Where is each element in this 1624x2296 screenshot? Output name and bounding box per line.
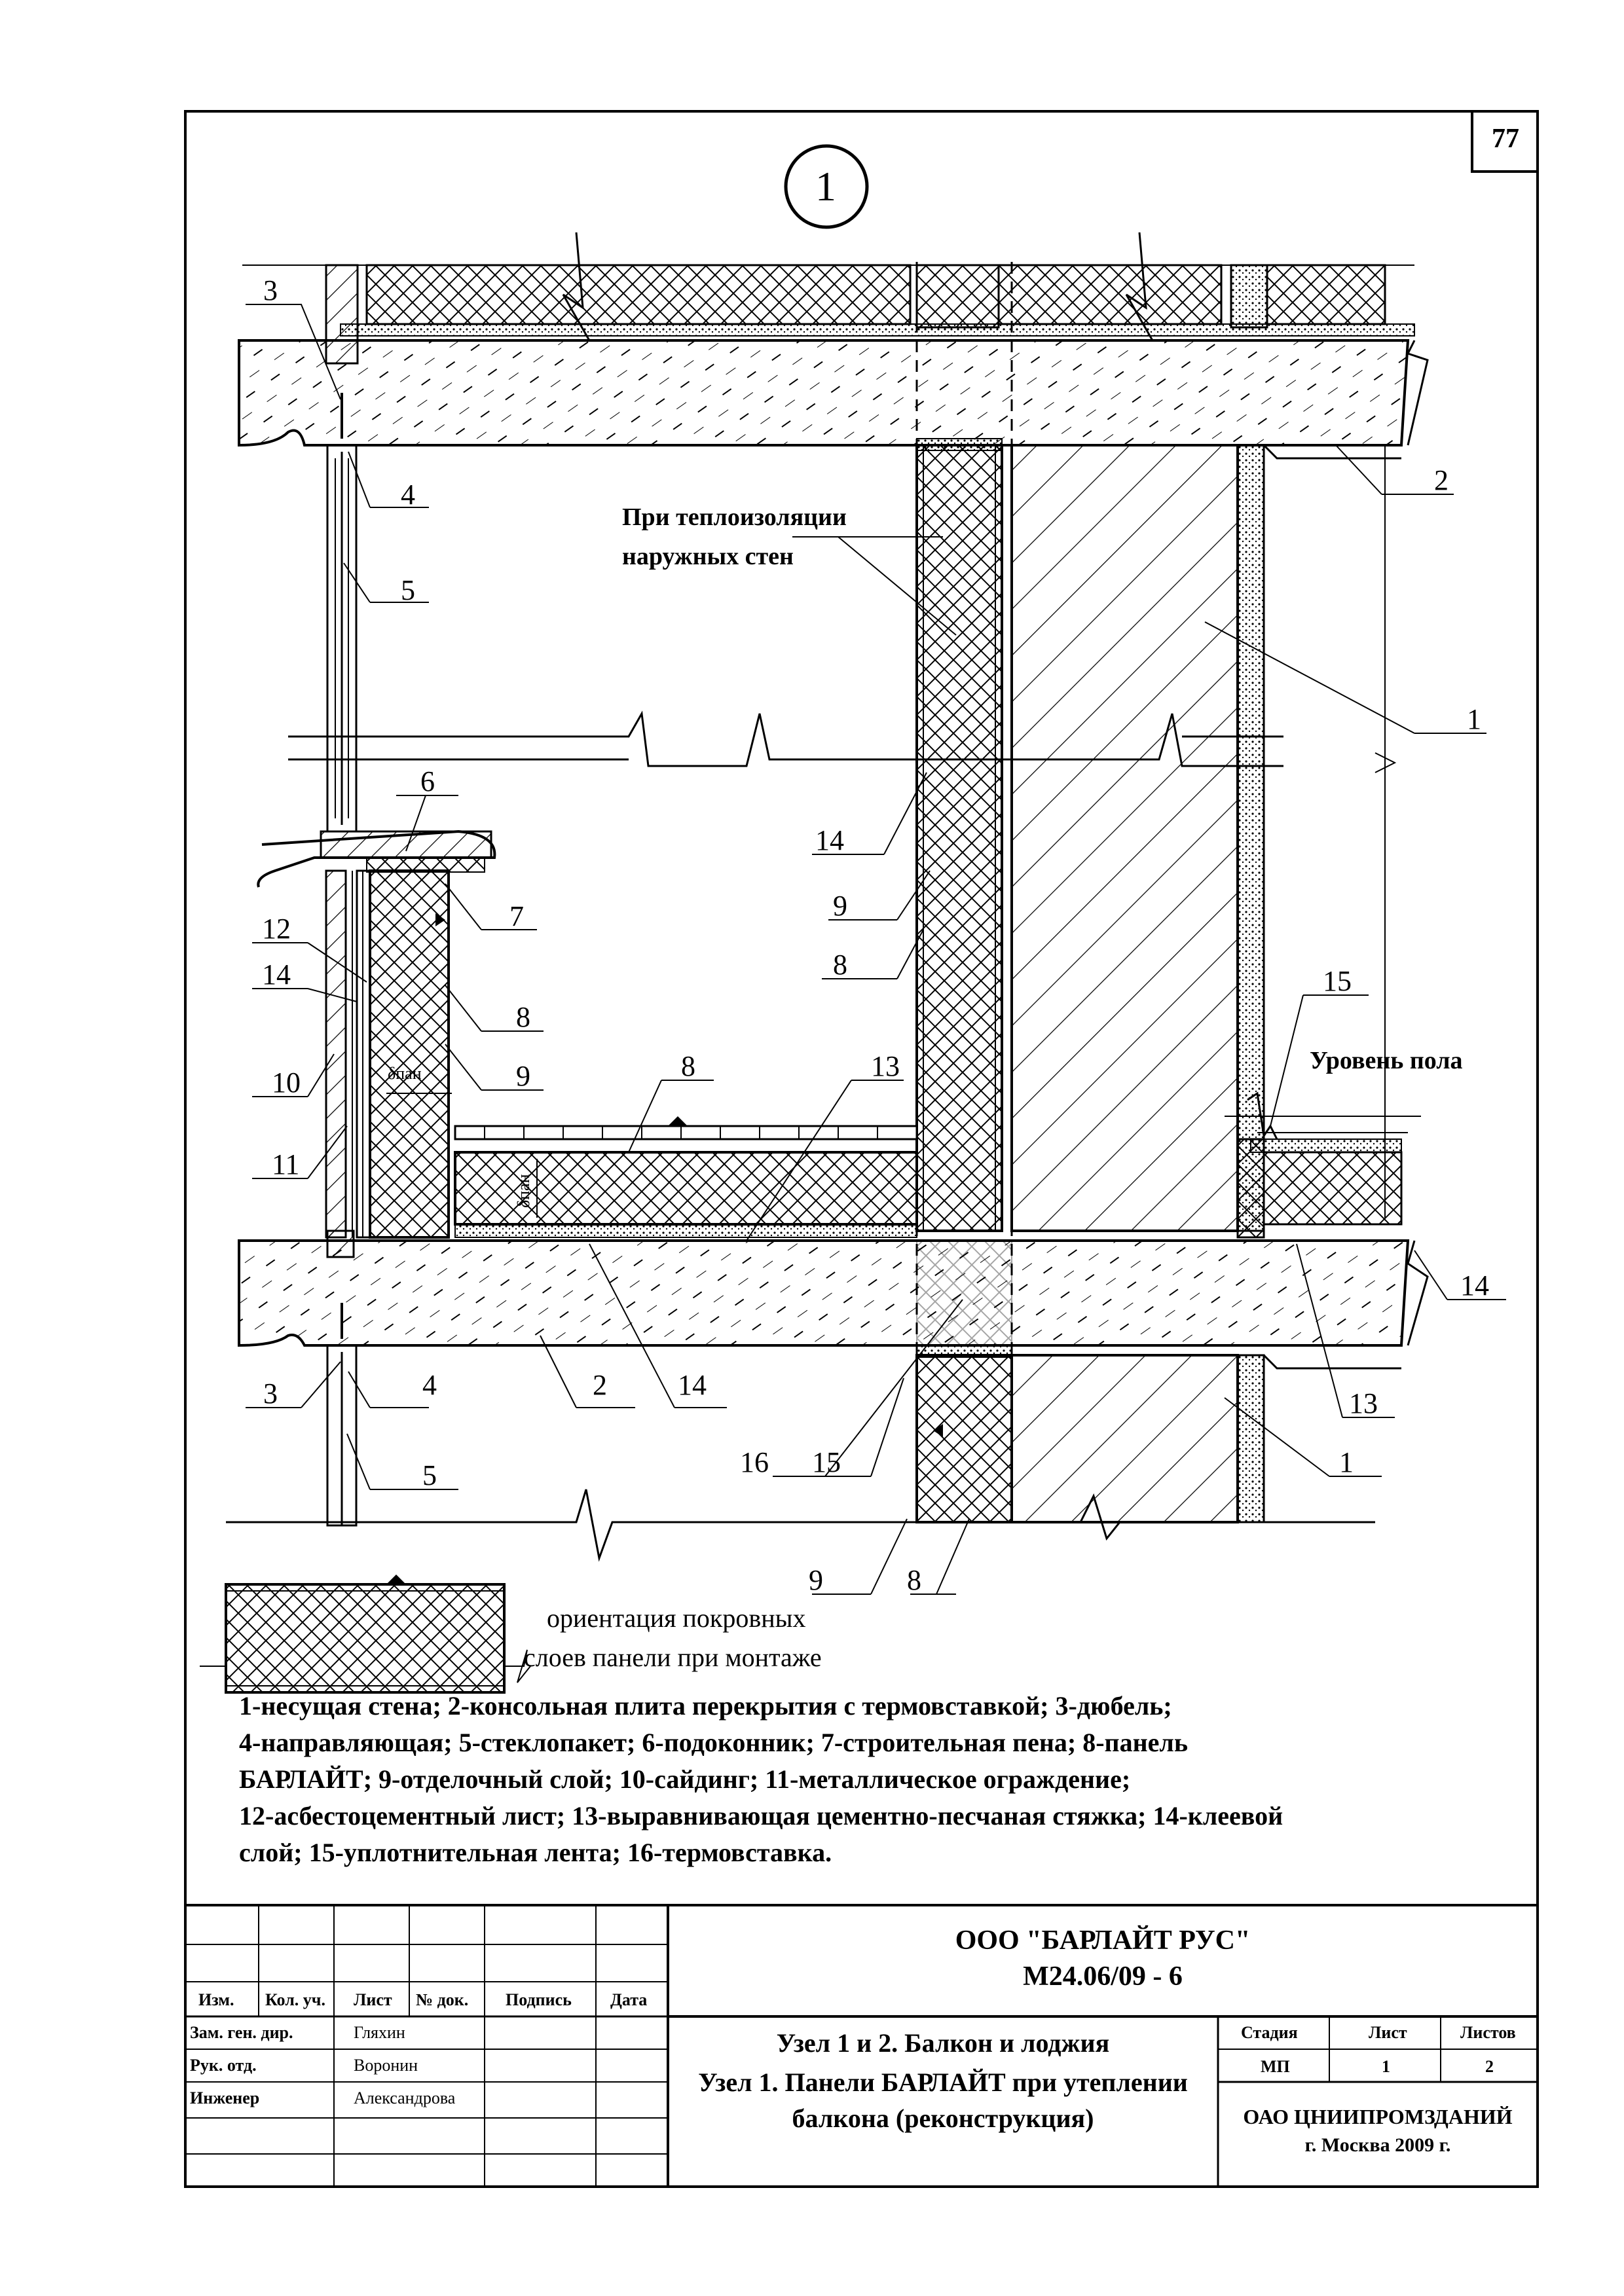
legend-line-2: 4-направляющая; 5-стеклопакет; 6-подокон… — [239, 1728, 1188, 1757]
company-name: ООО "БАРЛАЙТ РУС" — [955, 1925, 1251, 1956]
staff-role-3: Инженер — [190, 2088, 260, 2107]
upper-window-unit — [325, 264, 359, 833]
balcony-parapet — [257, 829, 496, 1239]
header-doc: № док. — [416, 1990, 469, 2009]
callout-3-top: 3 — [263, 274, 278, 306]
siding — [325, 869, 347, 1239]
leader-lines — [246, 304, 1506, 1595]
callout-9-bottom: 9 — [809, 1564, 823, 1596]
organization-city-year: г. Москва 2009 г. — [1304, 2134, 1451, 2156]
callout-14-right: 14 — [1460, 1269, 1489, 1302]
top-slab-assembly — [238, 232, 1429, 447]
callout-14-bottom: 14 — [678, 1369, 707, 1401]
callout-11: 11 — [272, 1148, 300, 1180]
callout-12: 12 — [262, 913, 291, 945]
header-sign: Подпись — [506, 1990, 572, 2009]
callout-8-floor: 8 — [681, 1050, 695, 1082]
sheet-frame — [184, 110, 1539, 2188]
callout-2-top: 2 — [1434, 464, 1449, 496]
top-balcony-slab — [238, 339, 1410, 447]
callout-14-mid: 14 — [815, 824, 844, 856]
annotation-orientation-1: ориентация покровных — [547, 1603, 806, 1633]
sheets-header: Листов — [1460, 2023, 1516, 2042]
sheet-value: 1 — [1382, 2057, 1390, 2076]
callout-15-bottom: 15 — [812, 1446, 841, 1478]
legend: 1-несущая стена; 2-консольная плита пере… — [239, 1688, 1405, 1871]
callout-15-right: 15 — [1323, 965, 1352, 997]
annotation-panel-thickness-vertical: δпан — [388, 1064, 422, 1083]
bearing-wall — [1010, 444, 1239, 1232]
drawing-title-2: Узел 1. Панели БАРЛАЙТ при утеплении — [698, 2068, 1188, 2097]
wall-column — [915, 262, 1401, 1401]
callout-5-top: 5 — [401, 574, 415, 606]
legend-line-3: БАРЛАЙТ; 9-отделочный слой; 10-сайдинг; … — [239, 1764, 1131, 1794]
callout-8-mid: 8 — [833, 949, 847, 981]
title-block-grid — [185, 1904, 1538, 2187]
callout-16: 16 — [740, 1446, 769, 1478]
column-insulation-upper — [915, 444, 1003, 1232]
parapet-panel — [369, 869, 450, 1239]
staff-name-3: Александрова — [354, 2088, 456, 2107]
callout-8-left: 8 — [516, 1001, 530, 1033]
sheet-header: Лист — [1369, 2023, 1407, 2042]
staff-role-2: Рук. отд. — [190, 2056, 257, 2075]
header-kol: Кол. уч. — [265, 1990, 325, 2009]
header-izm: Изм. — [198, 1990, 234, 2009]
callout-6: 6 — [420, 765, 435, 797]
balcony-floor — [454, 1091, 1408, 1239]
drawing-title-1: Узел 1 и 2. Балкон и лоджия — [776, 2028, 1110, 2058]
callout-4-bottom: 4 — [422, 1369, 437, 1401]
callout-2-bottom: 2 — [593, 1369, 607, 1401]
stage-value: МП — [1261, 2057, 1290, 2076]
organization-name: ОАО ЦНИИПРОМЗДАНИЙ — [1243, 2105, 1513, 2128]
staff-name-1: Гляхин — [354, 2023, 405, 2042]
callout-7: 7 — [509, 900, 524, 932]
callout-8-bottom: 8 — [907, 1564, 921, 1596]
legend-line-5: слой; 15-уплотнительная лента; 16-термов… — [239, 1838, 832, 1867]
stage-header: Стадия — [1241, 2023, 1298, 2042]
legend-line-1: 1-несущая стена; 2-консольная плита пере… — [239, 1691, 1172, 1721]
callout-1-bottom: 1 — [1339, 1446, 1354, 1478]
bottom-balcony-slab — [238, 1239, 1410, 1347]
lower-wall — [915, 1345, 1401, 1523]
callout-5-bottom: 5 — [422, 1459, 437, 1491]
annotation-floor-level: Уровень пола — [1310, 1047, 1463, 1074]
lower-window-unit — [326, 1303, 358, 1527]
legend-line-4: 12-асбестоцементный лист; 13-выравнивающ… — [239, 1801, 1283, 1831]
staff-role-1: Зам. ген. дир. — [190, 2023, 293, 2042]
top-floor-insulation — [365, 264, 912, 325]
document-code: М24.06/09 - 6 — [1023, 1961, 1183, 1992]
top-screed — [340, 323, 1415, 337]
callout-3-bottom: 3 — [263, 1377, 278, 1410]
bottom-slab-assembly — [238, 1230, 1429, 1347]
page-number-box — [1471, 110, 1539, 173]
callout-9-left: 9 — [516, 1060, 530, 1092]
annotation-exterior-walls-2: наружных стен — [622, 543, 794, 570]
callout-13-floor: 13 — [871, 1050, 900, 1082]
annotation-orientation-2: слоев панели при монтаже — [524, 1643, 822, 1672]
header-date: Дата — [610, 1990, 648, 2009]
callout-4-top: 4 — [401, 479, 415, 511]
sheets-value: 2 — [1485, 2057, 1494, 2076]
callout-9-mid: 9 — [833, 890, 847, 922]
annotation-panel-thickness-horizontal: δпан — [514, 1174, 533, 1208]
header-list: Лист — [354, 1990, 392, 2009]
page-number: 77 — [1492, 124, 1519, 154]
staff-name-2: Воронин — [354, 2056, 418, 2075]
annotation-exterior-walls-1: При теплоизоляции — [622, 503, 847, 531]
drawing-title-3: балкона (реконструкция) — [792, 2104, 1094, 2133]
callout-14-left: 14 — [262, 958, 291, 991]
callout-10: 10 — [272, 1066, 301, 1099]
node-marker-circle — [784, 144, 869, 229]
callout-13-right: 13 — [1349, 1387, 1378, 1419]
callout-1-mid: 1 — [1467, 703, 1481, 735]
orientation-sample — [200, 1575, 531, 1694]
node-number: 1 — [815, 163, 836, 210]
